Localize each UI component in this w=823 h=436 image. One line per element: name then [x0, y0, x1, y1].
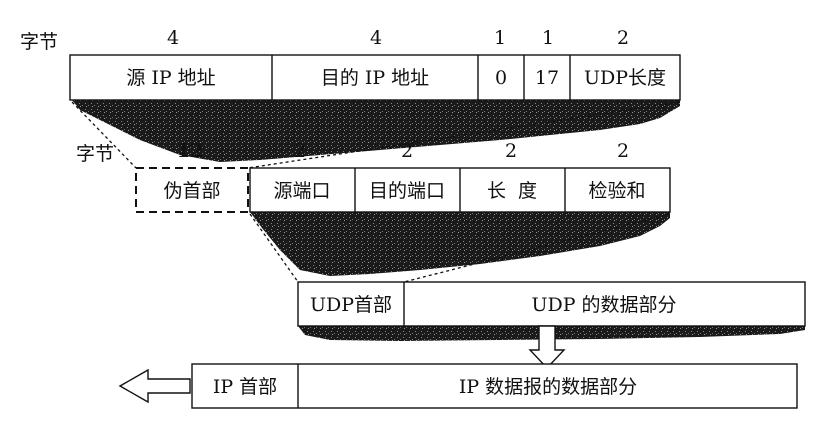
ip-datagram-row — [191, 363, 798, 409]
byte-count: 4 — [370, 27, 382, 49]
field-zero: 0 — [495, 67, 507, 89]
byte-count: 2 — [617, 27, 629, 49]
byte-count: 2 — [617, 140, 629, 162]
field-checksum: 检验和 — [588, 180, 645, 202]
udp-data-label: UDP 的数据部分 — [531, 294, 676, 316]
byte-count: 2 — [294, 140, 306, 162]
field-length: 长 度 — [487, 180, 537, 202]
ip-pseudo-header-row — [69, 54, 681, 101]
field-protocol: 17 — [535, 67, 559, 89]
udp-header-shadow — [250, 212, 670, 276]
field-udp-length: UDP长度 — [584, 67, 666, 89]
udp-datagram-row — [297, 281, 806, 327]
guide-line — [403, 213, 671, 283]
byte-label-1: 字节 — [20, 31, 58, 53]
field-dest-ip: 目的 IP 地址 — [321, 67, 429, 89]
byte-count: 4 — [167, 27, 179, 49]
field-dest-port: 目的端口 — [369, 180, 445, 202]
guide-line — [249, 213, 299, 283]
pseudo-header-label: 伪首部 — [163, 180, 220, 202]
byte-count: 12 — [177, 140, 203, 162]
pseudo-header-box — [135, 167, 249, 213]
field-source-ip: 源 IP 地址 — [126, 67, 215, 89]
ip-header-label: IP 首部 — [213, 376, 277, 398]
left-arrow-icon — [118, 368, 191, 404]
ip-header-shadow — [72, 100, 680, 162]
ip-data-label: IP 数据报的数据部分 — [459, 376, 637, 398]
byte-label-2: 字节 — [76, 143, 114, 165]
guide-line — [247, 101, 681, 169]
field-source-port: 源端口 — [273, 180, 330, 202]
udp-header-label: UDP首部 — [310, 294, 392, 316]
byte-count: 2 — [401, 140, 413, 162]
down-arrow-icon — [528, 325, 566, 370]
byte-count: 1 — [494, 27, 506, 49]
byte-count: 2 — [505, 140, 517, 162]
byte-count: 1 — [542, 27, 554, 49]
